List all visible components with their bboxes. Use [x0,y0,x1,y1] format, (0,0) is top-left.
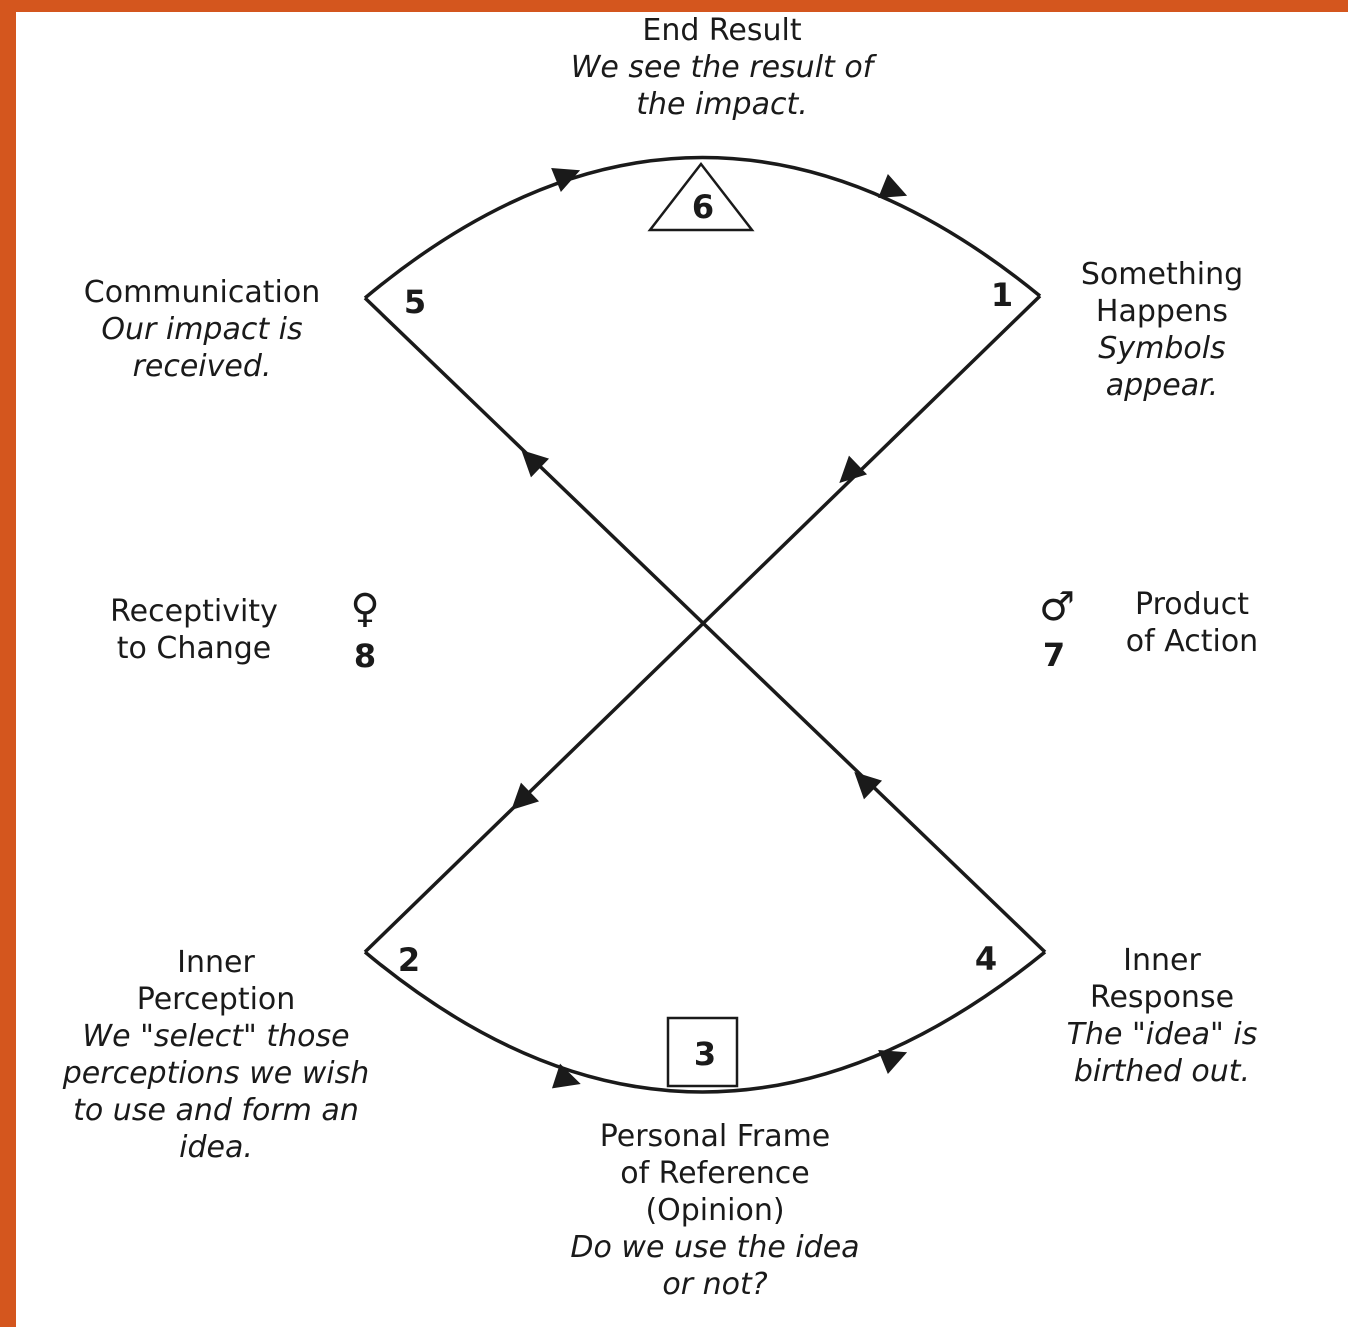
label-end-result: End Result We see the result of the impa… [522,12,922,123]
frame-left-border [0,0,16,1327]
node-number-5: 5 [404,283,426,321]
label-inner-perception: Inner Perception We "select" those perce… [46,944,386,1166]
arrow-bottom-left [551,1063,581,1089]
description-line: We "select" those [82,1019,350,1054]
node-number-3: 3 [694,1035,716,1073]
node-number-7: 7 [1043,636,1065,674]
arrow-diagonal-lower-left [511,782,540,811]
title-line: Something [1080,257,1244,292]
top-arc [363,155,1042,300]
female-symbol-icon: ♀ [350,586,379,632]
description-line: appear. [1105,368,1219,403]
arrow-diagonal-lower-right [854,771,883,800]
title-line: Inner [177,945,255,980]
triangle-marker-6 [647,161,755,232]
description-line: The "idea" is [1066,1017,1258,1052]
bottom-arc [363,950,1047,1094]
label-inner-response: Inner Response The "idea" is birthed out… [1052,942,1272,1090]
title-line: (Opinion) [645,1193,785,1228]
description-line: the impact. [636,87,808,122]
line-4-to-5 [363,296,1047,954]
title-line: Product [1135,587,1249,622]
description-line: received. [132,349,272,384]
label-something-happens: Something Happens Symbols appear. [1052,256,1272,404]
arrow-top-right [878,173,908,199]
title-line: Communication [83,275,321,310]
description-line: We see the result of [570,50,874,85]
arrow-bottom-right [878,1049,908,1075]
node-number-8: 8 [354,637,376,675]
description-line: idea. [179,1130,253,1165]
frame-top-border [0,0,1348,12]
arrow-top-left [551,167,581,193]
node-number-6: 6 [692,188,714,226]
description-line: to use and form an [73,1093,359,1128]
title-line: Inner [1123,943,1201,978]
title-line: Personal Frame [599,1119,831,1154]
title-line: Receptivity [110,594,278,629]
description-line: or not? [662,1267,768,1302]
title-line: Happens [1095,294,1229,329]
title-line: Response [1089,980,1235,1015]
square-marker-3 [666,1016,739,1088]
node-number-4: 4 [975,940,997,978]
description-line: birthed out. [1073,1054,1251,1089]
label-product-of-action: Product of Action [1092,586,1292,660]
label-personal-frame-of-reference: Personal Frame of Reference (Opinion) Do… [545,1118,885,1303]
description-line: Our impact is [101,312,303,347]
description-line: perceptions we wish [62,1056,370,1091]
description-line: Symbols [1098,331,1226,366]
node-number-1: 1 [991,276,1013,314]
title-line: of Reference [620,1156,810,1191]
title-line: Perception [136,982,296,1017]
node-number-2: 2 [398,941,420,979]
title-line: End Result [642,13,802,48]
arrow-diagonal-upper-left [521,449,550,478]
description-line: Do we use the idea [570,1230,860,1265]
label-receptivity-to-change: Receptivity to Change [74,593,314,667]
arrow-diagonal-upper-right [839,455,868,484]
title-line: to Change [116,631,272,666]
label-communication: Communication Our impact is received. [52,274,352,385]
male-symbol-icon: ♂ [1039,584,1075,630]
title-line: of Action [1125,624,1259,659]
